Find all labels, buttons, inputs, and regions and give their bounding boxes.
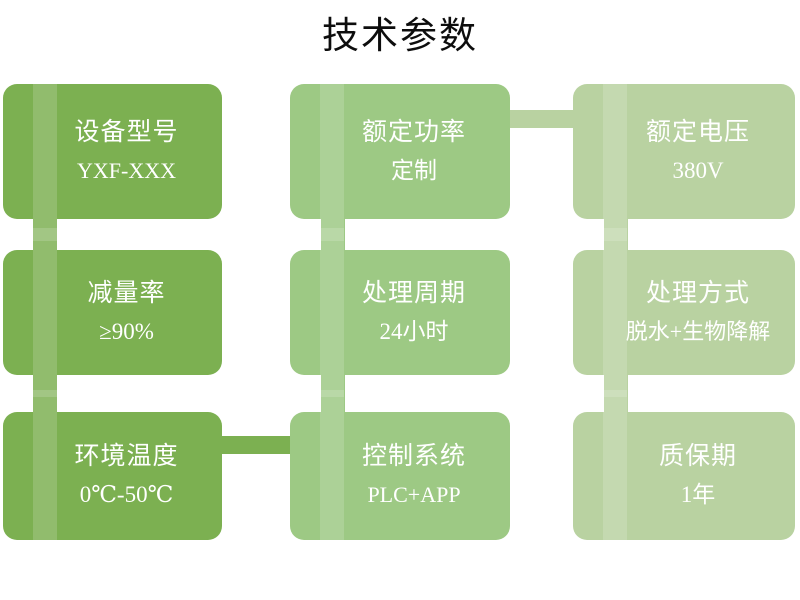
card-text-group: 额定电压 380V [573, 84, 795, 219]
card-title: 额定功率 [361, 118, 466, 146]
card-text-group: 处理周期 24小时 [290, 250, 510, 375]
card-title: 质保期 [658, 443, 737, 470]
param-card-rated-power[interactable]: 额定功率定制 [290, 62, 510, 241]
card-background [3, 412, 222, 540]
card-title: 控制系统 [361, 443, 466, 470]
card-value: 脱水+生物降解 [625, 318, 771, 344]
card-background [573, 84, 795, 219]
card-value: 380V [672, 157, 724, 183]
card-value: 定制 [391, 157, 437, 183]
card-title: 环境温度 [74, 443, 179, 470]
card-background [290, 84, 510, 219]
param-card-control-system[interactable]: 控制系统 PLC+APP [290, 390, 510, 562]
card-value: 0℃-50℃ [79, 482, 174, 507]
card-text-group: 控制系统 PLC+APP [290, 412, 510, 540]
card-value: YXF-XXX [77, 157, 176, 183]
card-title: 处理方式 [645, 279, 750, 307]
param-card-treatment-cycle[interactable]: 处理周期 24小时 [290, 228, 510, 397]
card-background [3, 84, 222, 219]
card-text-group: 减量率 ≥90% [3, 250, 222, 375]
card-text-group: 环境温度 0℃-50℃ [3, 412, 222, 540]
card-background [573, 412, 795, 540]
card-background [290, 412, 510, 540]
param-card-ambient-temperature[interactable]: 环境温度 0℃-50℃ [3, 390, 222, 562]
param-card-device-model[interactable]: 设备型号 YXF-XXX [3, 62, 222, 241]
card-text-group: 质保期 1年 [573, 412, 795, 540]
param-card-reduction-rate[interactable]: 减量率 ≥90% [3, 228, 222, 397]
card-background [290, 250, 510, 375]
card-value: ≥90% [99, 318, 154, 344]
card-value: PLC+APP [367, 482, 461, 507]
param-card-rated-voltage[interactable]: 额定电压 380V [573, 62, 795, 241]
card-text-group: 处理方式脱水+生物降解 [573, 250, 795, 375]
page-title: 技术参数 [322, 16, 478, 57]
card-text-group: 设备型号 YXF-XXX [3, 84, 222, 219]
param-card-warranty-period[interactable]: 质保期 1年 [573, 390, 795, 562]
card-background [3, 250, 222, 375]
card-title: 设备型号 [74, 118, 179, 146]
card-background [573, 250, 795, 375]
card-title: 处理周期 [361, 279, 466, 307]
card-text-group: 额定功率定制 [290, 84, 510, 219]
card-value: 1年 [680, 482, 716, 507]
card-title: 减量率 [87, 279, 166, 307]
card-title: 额定电压 [645, 118, 750, 146]
card-value: 24小时 [379, 318, 449, 344]
param-card-treatment-method[interactable]: 处理方式脱水+生物降解 [573, 228, 795, 397]
